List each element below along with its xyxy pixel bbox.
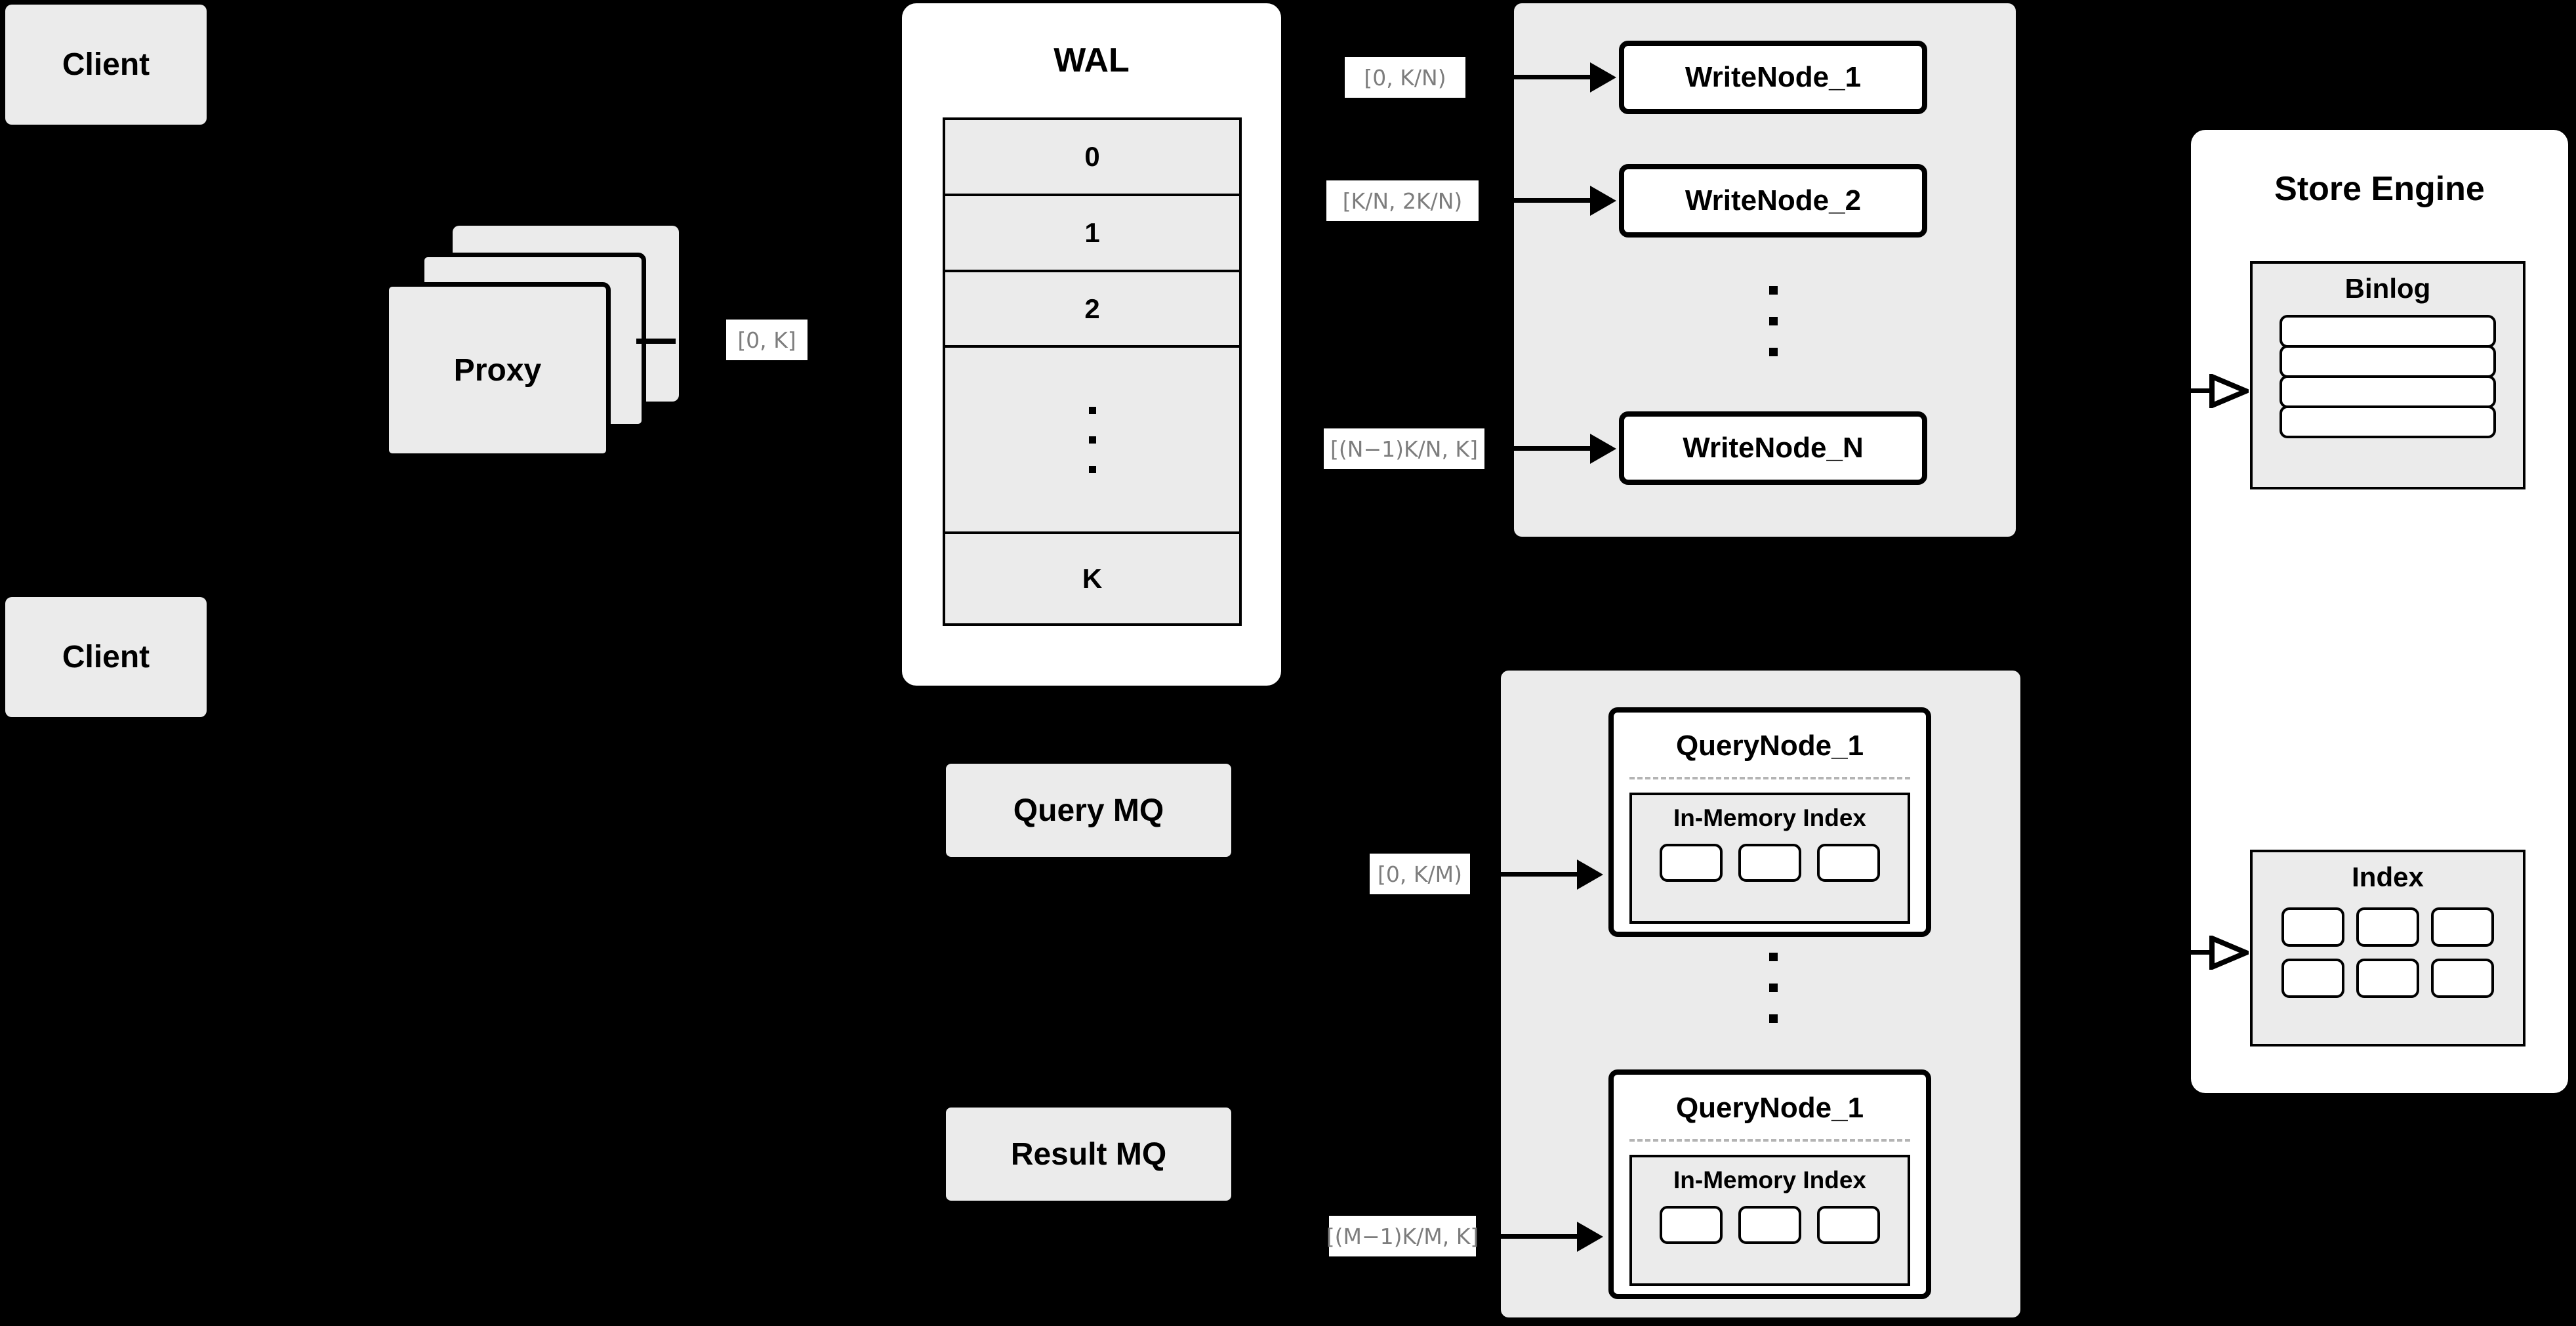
store-index-cell [2356,959,2419,998]
index-cell [1738,1206,1801,1244]
store-index-cell [2431,959,2494,998]
store-index-cell [2281,907,2344,947]
wal-row: 2 [945,272,1239,348]
client-label-1: Client [62,47,150,82]
write-node-1-range-label: [0, K/N) [1345,57,1465,98]
index-cell [1660,844,1723,882]
query-node-1[interactable]: QueryNode_1 In-Memory Index [1608,707,1931,937]
write-group-ellipsis-icon [1765,278,1782,363]
query-node-2-arrow-head-icon [1577,1222,1603,1252]
index-cell [1738,844,1801,882]
store-index-arrow-shaft [2186,950,2213,955]
store-index-cell [2431,907,2494,947]
query-node-2-arrow-shaft [1494,1234,1580,1239]
query-node-1-arrow-shaft [1494,872,1580,877]
write-node-1-arrow-shaft [1502,75,1593,79]
store-index-title: Index [2352,861,2424,892]
write-node-2[interactable]: WriteNode_2 [1619,164,1927,238]
store-engine-title: Store Engine [2274,170,2485,208]
wal-table: 0 1 2 K [943,117,1242,626]
proxy-to-wal-connector [636,339,676,344]
write-node-n-arrow-shaft [1502,446,1593,451]
store-index-cell [2281,959,2344,998]
write-node-2-arrow-head-icon [1590,186,1616,216]
store-index-panel: Index [2250,850,2525,1046]
write-node-n[interactable]: WriteNode_N [1619,411,1927,485]
binlog-row [2280,315,2496,348]
binlog-row [2280,405,2496,438]
write-node-1-arrow-head-icon [1590,62,1616,93]
result-mq-box[interactable]: Result MQ [946,1108,1231,1201]
index-cell [1817,1206,1880,1244]
store-index-cell [2356,907,2419,947]
binlog-row [2280,345,2496,378]
query-node-1-index-title: In-Memory Index [1673,804,1866,831]
index-cell [1817,844,1880,882]
query-group-ellipsis-icon [1765,945,1782,1030]
query-node-2-index-title: In-Memory Index [1673,1167,1866,1193]
query-node-1-separator [1629,777,1910,779]
client-label-2: Client [62,640,150,674]
query-node-2[interactable]: QueryNode_1 In-Memory Index [1608,1069,1931,1299]
query-node-2-index-panel: In-Memory Index [1629,1155,1910,1286]
write-node-n-arrow-head-icon [1590,434,1616,464]
query-node-1-title: QueryNode_1 [1675,730,1864,762]
wal-row-ellipsis [945,348,1239,535]
write-node-2-arrow-shaft [1502,198,1593,203]
binlog-arrow-shaft [2186,388,2213,393]
query-node-1-arrow-head-icon [1577,860,1603,890]
wal-row: 0 [945,120,1239,196]
proxy-box[interactable]: Proxy [384,282,611,458]
wal-ellipsis-icon [1088,406,1096,473]
proxy-label: Proxy [453,352,542,388]
query-node-2-separator [1629,1139,1910,1142]
query-node-1-index-panel: In-Memory Index [1629,793,1910,924]
binlog-row [2280,375,2496,408]
write-node-n-range-label: [(N−1)K/N, K] [1324,428,1484,469]
wal-row: 1 [945,196,1239,272]
write-node-2-range-label: [K/N, 2K/N) [1326,180,1479,221]
binlog-panel: Binlog [2250,261,2525,489]
write-node-1[interactable]: WriteNode_1 [1619,41,1927,114]
wal-title: WAL [1053,41,1130,79]
index-cell [1660,1206,1723,1244]
query-node-1-range-label: [0, K/M) [1370,854,1470,894]
client-box-1[interactable]: Client [5,5,207,125]
client-box-2[interactable]: Client [5,597,207,717]
binlog-title: Binlog [2344,273,2431,304]
query-node-2-range-label: [(M−1)K/M, K] [1326,1216,1479,1256]
proxy-range-label: [0, K] [726,320,808,360]
store-index-arrow-head-icon [2209,936,2249,970]
binlog-arrow-head-icon [2209,374,2249,408]
query-mq-box[interactable]: Query MQ [946,764,1231,857]
query-node-2-title: QueryNode_1 [1675,1092,1864,1124]
wal-row: K [945,534,1239,623]
